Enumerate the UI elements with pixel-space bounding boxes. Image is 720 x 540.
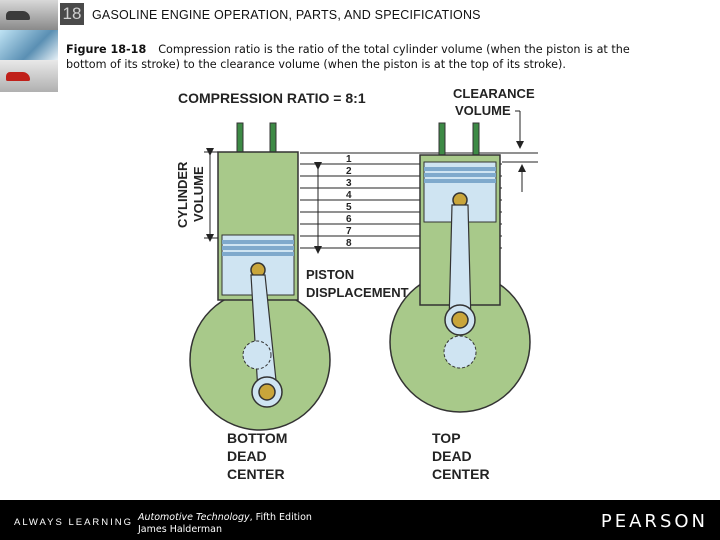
piston-ring — [222, 246, 294, 250]
chapter-title: GASOLINE ENGINE OPERATION, PARTS, AND SP… — [92, 8, 481, 22]
piston-ring — [424, 173, 496, 177]
thumbnail-car-image — [0, 60, 58, 92]
scale-number: 1 — [346, 154, 352, 165]
tdc-label-3: CENTER — [432, 466, 490, 482]
piston-ring — [222, 252, 294, 256]
engine-bdc — [189, 122, 331, 431]
diagram-title: COMPRESSION RATIO = 8:1 — [178, 90, 366, 106]
figure-label: Figure 18-18 — [66, 43, 147, 56]
footer-tagline: ALWAYS LEARNING — [14, 517, 134, 528]
bdc-label-3: CENTER — [227, 466, 285, 482]
piston-ring — [222, 240, 294, 244]
book-author: James Halderman — [138, 524, 223, 535]
caption-text: Compression ratio is the ratio of the to… — [66, 43, 630, 71]
car-icon — [6, 11, 30, 20]
cylinder-volume-label-2: VOLUME — [191, 166, 206, 222]
engine-tdc — [389, 122, 531, 413]
piston-displacement-label-2: DISPLACEMENT — [306, 285, 409, 300]
clearance-volume-label-1: CLEARANCE — [453, 86, 535, 101]
scale-number: 8 — [346, 238, 352, 249]
piston-ring — [424, 167, 496, 171]
valve-stem — [269, 122, 277, 154]
scale-number: 6 — [346, 214, 352, 225]
cylinder-volume-label-1: CYLINDER — [175, 161, 190, 228]
scale-number: 4 — [346, 190, 352, 201]
thumbnail-engine-image — [0, 0, 58, 30]
crank-journal-path — [443, 335, 477, 369]
car-icon — [6, 72, 30, 81]
tdc-label-1: TOP — [432, 430, 461, 446]
chapter-number: 18 — [60, 3, 84, 25]
book-edition: , Fifth Edition — [249, 512, 312, 523]
footer-book-info: Automotive Technology, Fifth Edition Jam… — [138, 512, 312, 536]
piston-ring — [424, 179, 496, 183]
footer-bar: ALWAYS LEARNING Automotive Technology, F… — [0, 500, 720, 540]
piston-displacement-label-1: PISTON — [306, 267, 354, 282]
scale-number: 5 — [346, 202, 352, 213]
tdc-label-2: DEAD — [432, 448, 472, 464]
bdc-label-2: DEAD — [227, 448, 267, 464]
crank-journal-path — [242, 340, 272, 370]
chapter-thumbnails — [0, 0, 58, 96]
publisher-logo: PEARSON — [600, 511, 708, 532]
valve-stem — [438, 122, 446, 156]
clearance-volume-label-2: VOLUME — [455, 103, 511, 118]
valve-stem — [472, 122, 480, 156]
crank-pin-center — [258, 383, 276, 401]
bdc-label-1: BOTTOM — [227, 430, 287, 446]
scale-number: 7 — [346, 226, 352, 237]
book-title: Automotive Technology — [138, 512, 250, 523]
valve-stem — [236, 122, 244, 154]
compression-ratio-diagram: COMPRESSION RATIO = 8:1 CYLINDER VOLUME — [175, 86, 538, 482]
crank-pin-center — [451, 311, 469, 329]
scale-number: 2 — [346, 166, 352, 177]
thumbnail-water-image — [0, 30, 58, 60]
scale-number: 3 — [346, 178, 352, 189]
